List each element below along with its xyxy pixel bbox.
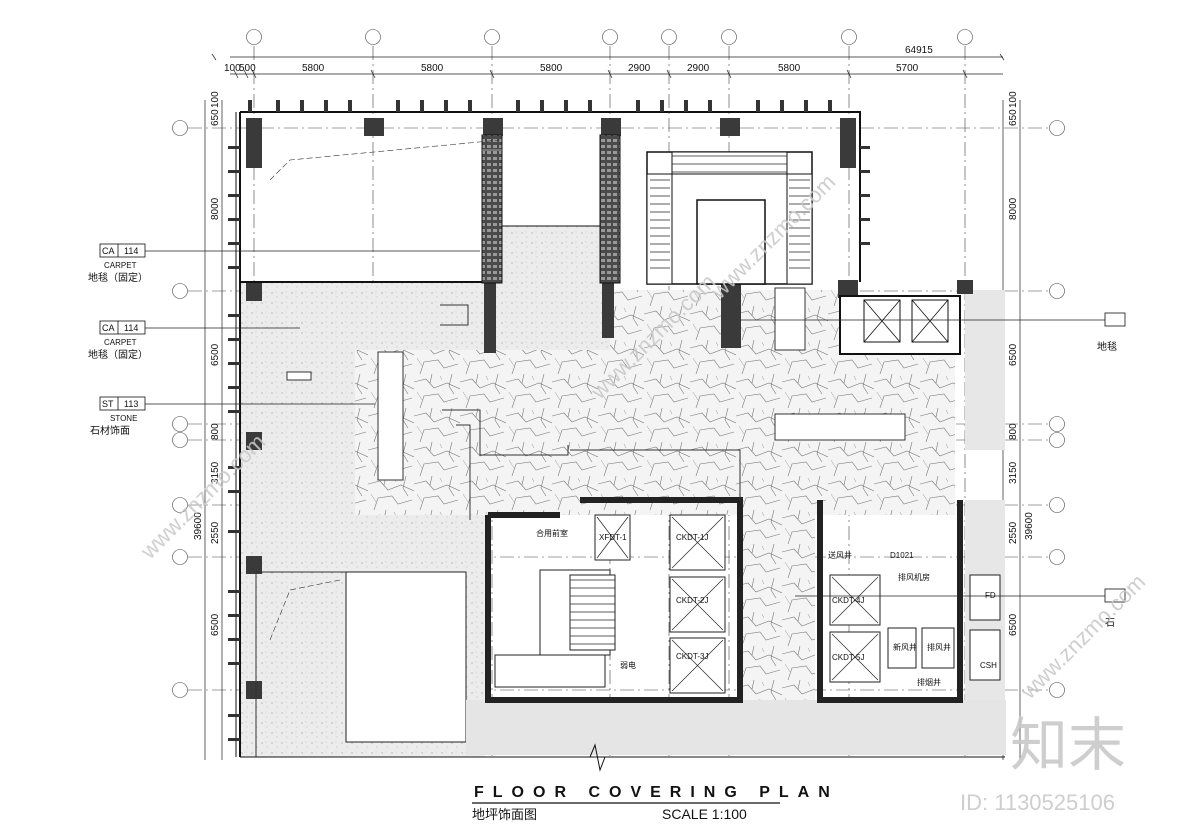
lift-lobby-top bbox=[839, 295, 961, 355]
main-stair bbox=[646, 151, 813, 285]
svg-text:CA: CA bbox=[102, 246, 115, 256]
svg-text:地毯: 地毯 bbox=[1097, 340, 1117, 353]
watermark-brand: 知末 bbox=[1010, 713, 1126, 778]
svg-text:石材饰面: 石材饰面 bbox=[90, 424, 130, 437]
room-labels: 合用前室 XFDT-1 CKDT-1J CKDT-2J CKDT-3J CKDT… bbox=[536, 528, 997, 687]
svg-text:ST: ST bbox=[102, 399, 114, 409]
svg-text:2550: 2550 bbox=[210, 521, 221, 544]
svg-text:5800: 5800 bbox=[421, 63, 444, 74]
svg-text:CARPET: CARPET bbox=[104, 338, 137, 347]
interior-lines bbox=[255, 139, 906, 757]
svg-text:114: 114 bbox=[124, 246, 138, 256]
svg-text:6500: 6500 bbox=[210, 343, 221, 366]
room-weak: 弱电 bbox=[620, 660, 636, 670]
callout-leaders bbox=[145, 250, 1105, 597]
svg-text:100: 100 bbox=[224, 63, 241, 74]
svg-text:800: 800 bbox=[210, 423, 221, 440]
svg-text:2900: 2900 bbox=[687, 63, 710, 74]
room-ckdt1: CKDT-1J bbox=[676, 533, 708, 542]
svg-text:石: 石 bbox=[1105, 618, 1115, 629]
svg-text:www.znzmo.com: www.znzmo.com bbox=[1015, 569, 1150, 704]
svg-text:5700: 5700 bbox=[896, 63, 919, 74]
svg-text:2550: 2550 bbox=[1008, 521, 1019, 544]
floor-areas bbox=[240, 226, 1006, 757]
right-total-dim: 39600 bbox=[1024, 512, 1035, 540]
svg-text:地毯（固定）: 地毯（固定） bbox=[88, 271, 148, 284]
room-ckdt4: CKDT-4J bbox=[832, 596, 864, 605]
svg-text:113: 113 bbox=[124, 399, 138, 409]
room-fd: FD bbox=[985, 591, 996, 600]
facade-fins bbox=[228, 100, 870, 741]
overall-dimension: 64915 bbox=[905, 45, 933, 56]
svg-text:STONE: STONE bbox=[110, 414, 137, 423]
break-line bbox=[589, 743, 606, 772]
top-dimension-lines bbox=[211, 53, 1005, 79]
room-xfdt: XFDT-1 bbox=[599, 533, 627, 542]
svg-text:6500: 6500 bbox=[1008, 613, 1019, 636]
svg-text:5800: 5800 bbox=[302, 63, 325, 74]
room-multi-use: 合用前室 bbox=[536, 528, 568, 538]
svg-text:2900: 2900 bbox=[628, 63, 651, 74]
right-callouts: 地毯 石 bbox=[1097, 312, 1126, 629]
svg-text:CA: CA bbox=[102, 323, 115, 333]
core-walls bbox=[485, 497, 963, 703]
svg-text:6500: 6500 bbox=[210, 613, 221, 636]
svg-text:8000: 8000 bbox=[1008, 197, 1019, 220]
drawing-title: FLOOR COVERING PLAN bbox=[474, 784, 839, 801]
escalators bbox=[481, 134, 621, 284]
core-interior bbox=[494, 514, 1001, 694]
svg-text:100: 100 bbox=[1008, 91, 1019, 108]
room-ckdt2: CKDT-2J bbox=[676, 596, 708, 605]
callout-stone: ST 113 STONE 石材饰面 bbox=[90, 396, 146, 437]
callout-carpet-2: CA 114 CARPET 地毯（固定） bbox=[88, 320, 148, 361]
svg-text:800: 800 bbox=[1008, 423, 1019, 440]
svg-text:650: 650 bbox=[210, 109, 221, 126]
drawing-title-cn: 地坪饰面图 bbox=[472, 808, 537, 823]
svg-text:6500: 6500 bbox=[1008, 343, 1019, 366]
drawing-scale: SCALE 1:100 bbox=[662, 806, 747, 822]
svg-text:8000: 8000 bbox=[210, 197, 221, 220]
door-d1021: D1021 bbox=[890, 551, 914, 560]
left-total-dim: 39600 bbox=[193, 512, 204, 540]
room-smoke-shaft: 排烟井 bbox=[917, 677, 941, 687]
room-exhaust: 排风机房 bbox=[898, 572, 930, 582]
watermark-id: ID: 1130525106 bbox=[960, 790, 1115, 815]
title-block: FLOOR COVERING PLAN 地坪饰面图 SCALE 1:100 bbox=[472, 784, 839, 823]
grid-rows bbox=[172, 120, 1065, 698]
room-fresh-air: 新风井 bbox=[893, 642, 917, 652]
room-ssj: 送风井 bbox=[828, 550, 852, 560]
svg-text:100: 100 bbox=[210, 91, 221, 108]
room-ckdt3: CKDT-3J bbox=[676, 652, 708, 661]
svg-text:3150: 3150 bbox=[1008, 461, 1019, 484]
callout-carpet-1: CA 114 CARPET 地毯（固定） bbox=[88, 243, 148, 284]
svg-text:5800: 5800 bbox=[540, 63, 563, 74]
top-dimension-values: 100 500 5800 5800 5800 2900 2900 5800 57… bbox=[224, 63, 919, 74]
svg-text:地毯（固定）: 地毯（固定） bbox=[88, 348, 148, 361]
svg-text:CARPET: CARPET bbox=[104, 261, 137, 270]
structural-columns bbox=[246, 118, 973, 699]
room-exhaust-shaft: 排风井 bbox=[927, 642, 951, 652]
svg-text:650: 650 bbox=[1008, 109, 1019, 126]
room-ckdt5: CKDT-5J bbox=[832, 653, 864, 662]
left-dimension-values: 650 100 8000 6500 800 3150 2550 6500 396… bbox=[193, 91, 221, 636]
room-csh: CSH bbox=[980, 661, 997, 670]
svg-text:5800: 5800 bbox=[778, 63, 801, 74]
right-dimension-values: 650 100 8000 6500 800 3150 2550 6500 396… bbox=[1008, 91, 1035, 636]
svg-text:3150: 3150 bbox=[210, 461, 221, 484]
svg-text:500: 500 bbox=[239, 63, 256, 74]
svg-text:114: 114 bbox=[124, 323, 138, 333]
